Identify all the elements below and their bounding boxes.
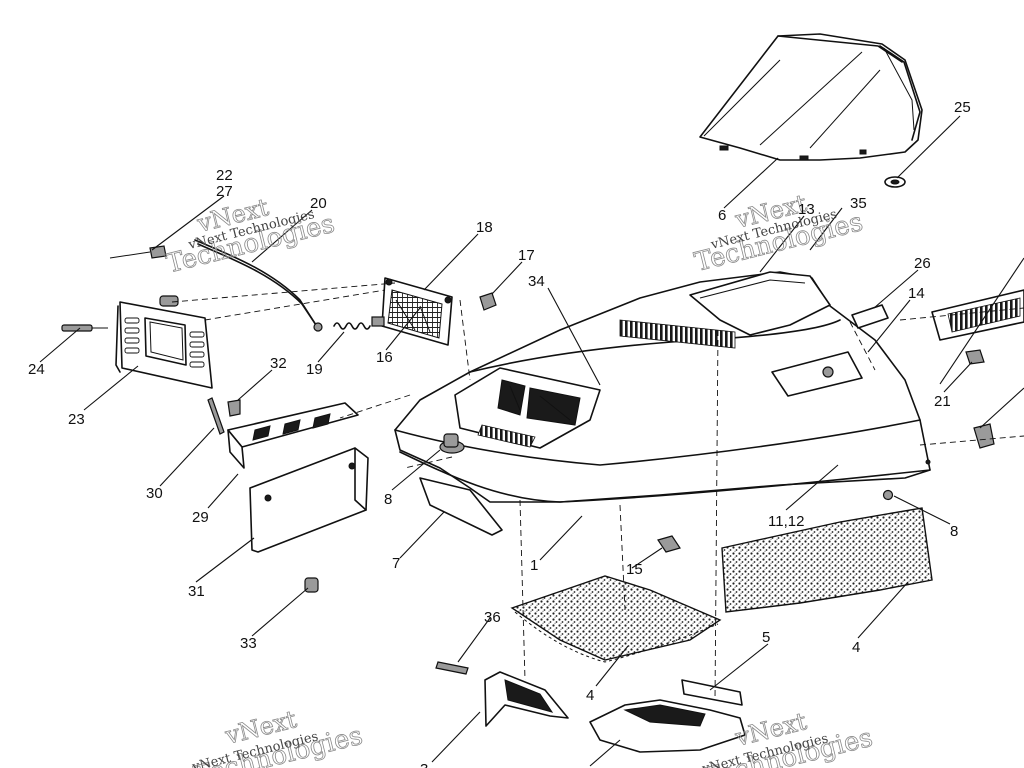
callout-4-right: 4 (852, 639, 860, 656)
knob-8 (439, 433, 465, 454)
panel-31 (249, 447, 369, 553)
callout-15: 15 (626, 561, 643, 578)
callout-20: 20 (310, 195, 327, 212)
callout-8-left: 8 (384, 491, 392, 508)
callout-21: 21 (934, 393, 951, 410)
callout-24: 24 (28, 361, 45, 378)
callout-34: 34 (528, 273, 545, 290)
side-vent (931, 289, 1024, 341)
callout-6: 6 (718, 207, 726, 224)
callout-3: 3 (420, 761, 428, 768)
insulation-pad-right (721, 507, 933, 613)
callout-23: 23 (68, 411, 85, 428)
windshield (699, 33, 923, 161)
duct-5 (589, 679, 746, 753)
callout-33: 33 (240, 635, 257, 652)
bracket-right (973, 423, 995, 449)
callout-26: 26 (914, 255, 931, 272)
bracket-29 (227, 402, 359, 469)
clip-21 (965, 349, 985, 365)
screw-30 (207, 397, 225, 435)
callout-5: 5 (762, 629, 770, 646)
callout-14: 14 (908, 285, 925, 302)
bracket-3 (484, 671, 569, 727)
callout-19: 19 (306, 361, 323, 378)
callout-36: 36 (484, 609, 501, 626)
watermark-lower-left: vNext Technologies vNext Technologies (190, 705, 366, 768)
clip-15 (657, 535, 681, 553)
callout-11-12: 11,12 (768, 513, 804, 530)
watermark-upper-left: vNext Technologies vNext Technologies (163, 193, 338, 280)
spring-19 (333, 316, 385, 330)
leader-lines (39, 115, 1024, 767)
callout-30: 30 (146, 485, 163, 502)
headlight-bezel (115, 295, 213, 389)
callout-18: 18 (476, 219, 493, 236)
callout-13: 13 (798, 201, 815, 218)
callout-22: 22 (216, 167, 233, 184)
callout-labels: 22 27 20 18 17 34 13 35 6 25 26 14 24 23… (28, 99, 971, 768)
insulation-pad-lower (510, 575, 722, 661)
callout-31: 31 (188, 583, 205, 600)
callout-25: 25 (954, 99, 971, 116)
callout-7: 7 (392, 555, 400, 572)
callout-1: 1 (530, 557, 538, 574)
callout-8-right: 8 (950, 523, 958, 540)
callout-4-lower: 4 (586, 687, 594, 704)
plate-26 (851, 304, 889, 329)
callout-29: 29 (192, 509, 209, 526)
cable-20 (109, 239, 323, 332)
alignment-lines (171, 282, 1024, 701)
hood (394, 271, 931, 503)
nut-33 (304, 577, 319, 593)
screw-36 (435, 661, 469, 675)
deflector-7 (419, 477, 503, 536)
screw-32 (227, 399, 241, 417)
watermark-upper-right: vNext Technologies vNext Technologies (691, 189, 866, 279)
callout-35: 35 (850, 195, 867, 212)
screw-24 (61, 324, 108, 332)
callout-32: 32 (270, 355, 287, 372)
clip-17 (479, 292, 497, 311)
callout-27: 27 (216, 183, 233, 200)
callout-16: 16 (376, 349, 393, 366)
callout-17: 17 (518, 247, 535, 264)
